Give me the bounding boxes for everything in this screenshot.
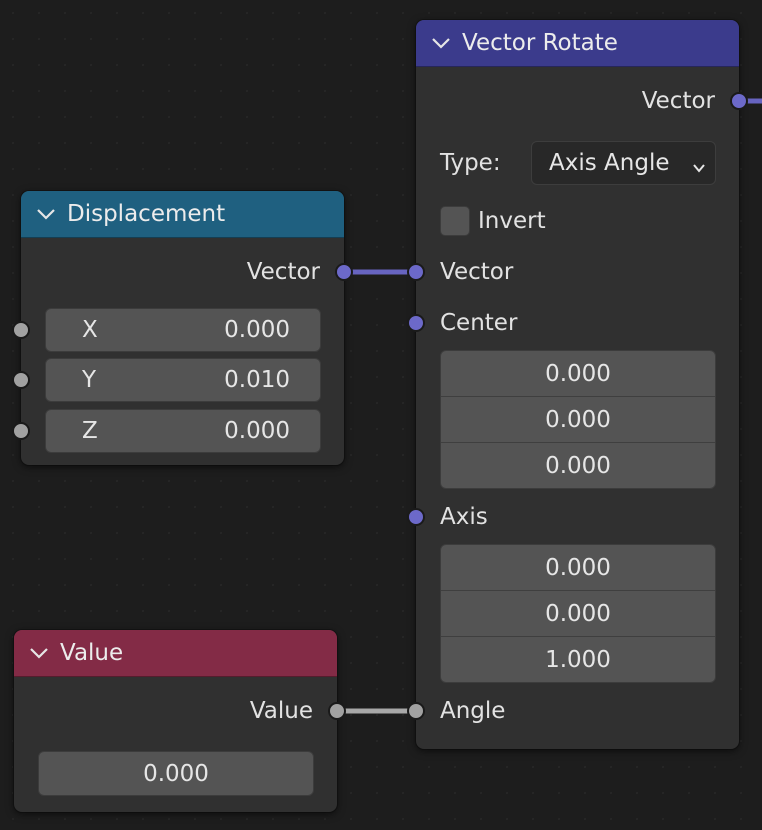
center-y-value: 0.000 [545,406,611,433]
axis-z-value: 1.000 [545,647,611,673]
displacement-vector-output-socket[interactable] [335,263,353,281]
displacement-x-input-socket[interactable] [12,321,30,339]
invert-label: Invert [478,208,546,234]
axis-y-field[interactable]: 0.000 [441,591,715,637]
value-node-header[interactable]: Value [14,630,337,677]
displacement-node[interactable]: Displacement Vector X 0.000 Y 0.010 Z 0.… [21,191,344,465]
type-dropdown[interactable]: Axis Angle [531,141,716,185]
displacement-x-label: X [82,317,98,343]
vector-rotate-axis-input-socket[interactable] [407,508,425,526]
axis-y-value: 0.000 [545,600,611,627]
vector-rotate-node-title: Vector Rotate [462,30,618,56]
displacement-z-input-socket[interactable] [12,422,30,440]
center-z-value: 0.000 [545,453,611,479]
vector-rotate-node-header[interactable]: Vector Rotate [416,20,739,67]
type-dropdown-value: Axis Angle [549,150,670,176]
chevron-down-icon[interactable] [35,203,57,225]
value-node[interactable]: Value Value 0.000 [14,630,337,812]
displacement-z-value: 0.000 [224,418,290,444]
value-output-socket[interactable] [328,702,346,720]
value-output-label: Value [249,698,313,724]
axis-z-field[interactable]: 1.000 [441,637,715,682]
center-y-field[interactable]: 0.000 [441,397,715,443]
displacement-y-field[interactable]: Y 0.010 [45,358,321,402]
chevron-down-icon[interactable] [430,32,452,54]
displacement-y-label: Y [82,367,97,393]
displacement-y-value: 0.010 [224,367,290,393]
axis-vector-fields: 0.000 0.000 1.000 [440,544,716,683]
center-x-field[interactable]: 0.000 [441,351,715,397]
vector-rotate-output-socket[interactable] [730,92,748,110]
invert-checkbox[interactable] [440,206,470,236]
displacement-node-title: Displacement [67,201,226,227]
center-z-field[interactable]: 0.000 [441,443,715,488]
chevron-down-icon[interactable] [28,642,50,664]
center-input-label: Center [440,310,518,336]
type-label: Type: [440,150,501,176]
vector-rotate-output-label: Vector [641,88,715,114]
vector-input-label: Vector [440,259,514,285]
displacement-node-header[interactable]: Displacement [21,191,344,238]
displacement-x-value: 0.000 [224,317,290,343]
center-x-value: 0.000 [545,360,611,387]
vector-rotate-node[interactable]: Vector Rotate Vector Type: Axis Angle In… [416,20,739,749]
vector-rotate-center-input-socket[interactable] [407,314,425,332]
displacement-y-input-socket[interactable] [12,371,30,389]
value-node-title: Value [60,640,124,666]
axis-x-field[interactable]: 0.000 [441,545,715,591]
displacement-output-label: Vector [246,259,320,285]
displacement-z-field[interactable]: Z 0.000 [45,409,321,453]
vector-rotate-vector-input-socket[interactable] [407,263,425,281]
displacement-x-field[interactable]: X 0.000 [45,308,321,352]
chevron-down-icon [691,156,707,182]
value-field-value: 0.000 [143,760,209,787]
value-field[interactable]: 0.000 [38,751,314,796]
axis-x-value: 0.000 [545,554,611,581]
center-vector-fields: 0.000 0.000 0.000 [440,350,716,489]
displacement-z-label: Z [82,418,98,444]
axis-input-label: Axis [440,504,488,530]
vector-rotate-angle-input-socket[interactable] [407,702,425,720]
angle-input-label: Angle [440,698,506,724]
